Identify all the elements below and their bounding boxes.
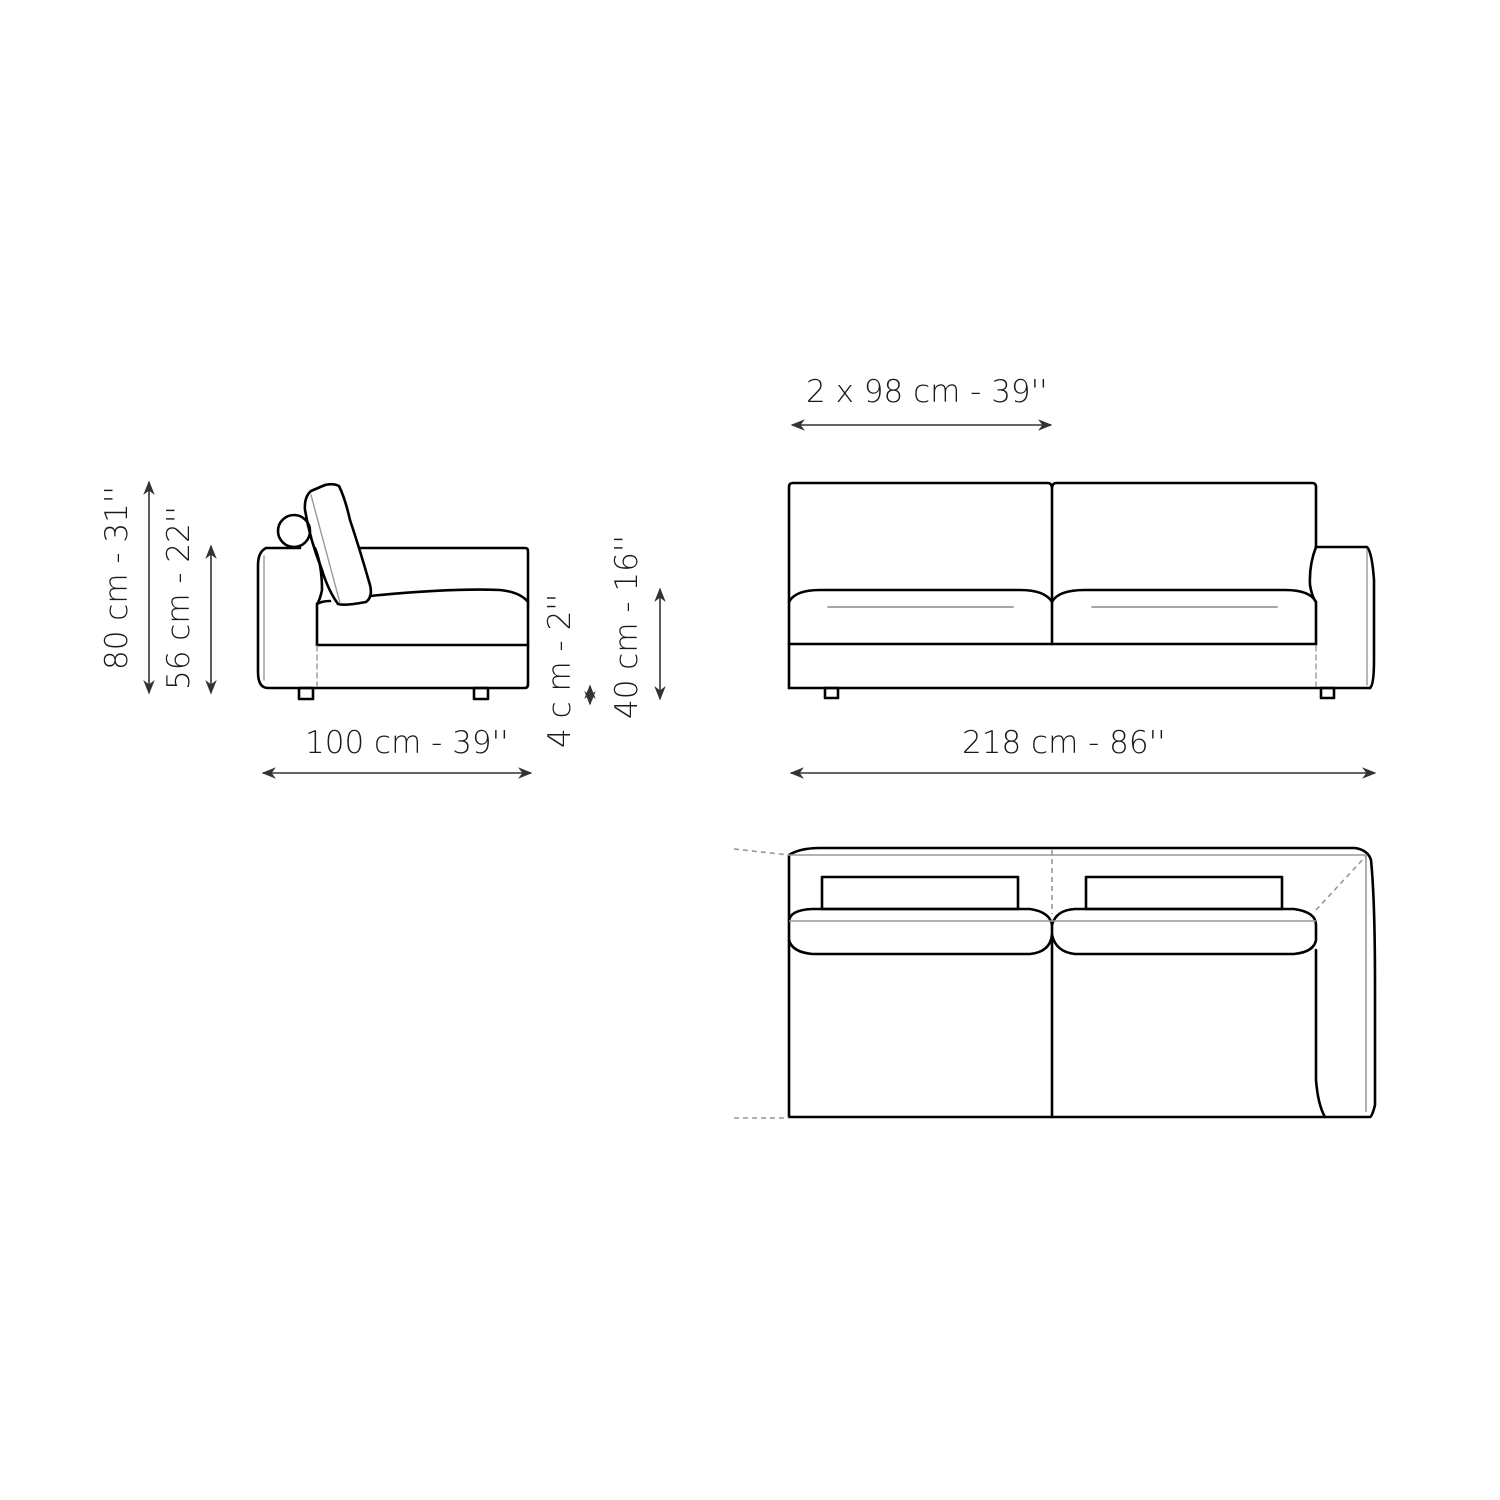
arm-height-label: 56 cm - 22'' (161, 506, 197, 690)
seat-height-label: 40 cm - 16'' (609, 535, 645, 719)
total-height-label: 80 cm - 31'' (99, 486, 135, 670)
top-view-drawing (787, 846, 1377, 1119)
top-view-hidden-lines (733, 848, 1367, 1119)
front-view-drawing (787, 481, 1376, 700)
front-view-dimension-lines (789, 419, 1377, 779)
seat-module-width-label: 2 x 98 cm - 39'' (806, 374, 1048, 410)
side-view-drawing (256, 482, 530, 701)
total-width-label: 218 cm - 86'' (962, 725, 1166, 761)
depth-label: 100 cm - 39'' (305, 725, 509, 761)
leg-height-label: 4 c m - 2'' (542, 593, 578, 748)
side-view-dimension-lines (143, 480, 666, 779)
